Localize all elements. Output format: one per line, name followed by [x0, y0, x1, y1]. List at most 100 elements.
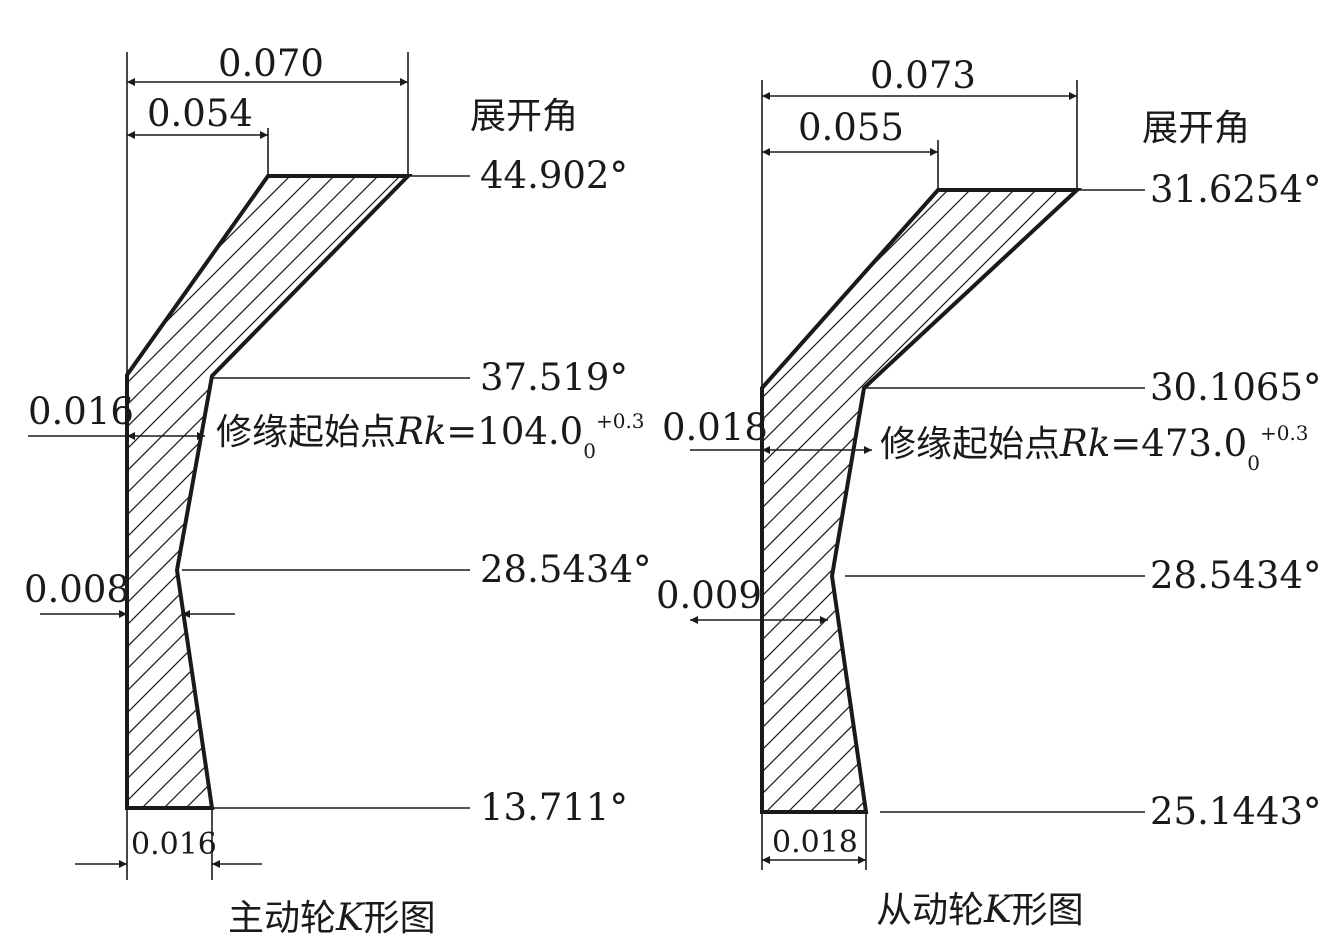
hatch-line: [127, 176, 408, 808]
hatch-line: [762, 190, 1077, 812]
left-angle-4: 13.711°: [480, 786, 628, 829]
hatch-line: [127, 176, 385, 808]
left-profile-outline: [125, 174, 413, 810]
hatch-line: [398, 176, 408, 808]
left-dim-bottom: 0.016: [131, 827, 217, 862]
right-caption: 从动轮K形图: [876, 888, 1084, 931]
hatch-line: [127, 176, 408, 808]
hatch-line: [127, 176, 231, 808]
hatch-line: [762, 190, 976, 812]
hatch-line: [933, 190, 1077, 812]
hatch-line: [127, 176, 341, 808]
hatch-line: [867, 190, 1077, 812]
right-angle-3: 28.5434°: [1150, 554, 1322, 597]
hatch-line: [762, 190, 998, 812]
hatch-line: [127, 176, 408, 808]
hatch-line: [127, 176, 407, 808]
hatch-line: [762, 190, 1077, 812]
hatch-line: [762, 190, 1077, 812]
right-header: 展开角: [1142, 108, 1250, 149]
left-dim-left-1: 0.016: [28, 390, 134, 433]
hatch-line: [127, 176, 165, 808]
hatch-line: [127, 176, 143, 808]
hatch-line: [127, 176, 408, 808]
hatch-line: [889, 190, 1077, 812]
hatch-line: [762, 190, 1042, 812]
hatch-line: [801, 190, 1077, 812]
hatch-line: [127, 176, 408, 808]
left-rk-label: 修缘起始点Rk=104.00+0.3: [216, 409, 645, 463]
hatch-line: [127, 176, 209, 808]
hatch-line: [762, 190, 1077, 812]
hatch-line: [127, 176, 408, 808]
hatch-line: [762, 190, 910, 812]
hatch-line: [762, 190, 1077, 812]
right-profile-outline: [760, 188, 1083, 814]
hatch-line: [134, 176, 408, 808]
left-angle-3: 28.5434°: [480, 548, 652, 591]
hatch-line: [823, 190, 1077, 812]
hatch-line: [762, 190, 778, 812]
hatch-line: [127, 176, 275, 808]
hatch-line: [127, 176, 408, 808]
hatch-line: [762, 190, 1077, 812]
right-dim-narrow: 0.055: [798, 106, 904, 149]
hatch-line: [310, 176, 408, 808]
hatch-line: [779, 190, 1077, 812]
hatch-line: [127, 176, 408, 808]
right-hatch: [120, 185, 1077, 820]
hatch-line: [127, 176, 408, 808]
hatch-line: [762, 190, 800, 812]
right-rk-label: 修缘起始点Rk=473.00+0.3: [880, 421, 1309, 475]
right-dim-left-2: 0.009: [656, 574, 762, 617]
hatch-line: [762, 190, 1077, 812]
hatch-line: [354, 176, 408, 808]
hatch-line: [127, 176, 408, 808]
hatch-line: [762, 190, 822, 812]
left-dim-narrow: 0.054: [147, 92, 253, 135]
hatch-line: [127, 176, 319, 808]
hatch-line: [762, 190, 1077, 812]
hatch-line: [1043, 190, 1077, 812]
hatch-line: [1065, 190, 1077, 812]
hatch-line: [127, 176, 408, 808]
hatch-line: [178, 176, 408, 808]
hatch-line: [127, 176, 408, 808]
hatch-line: [127, 176, 408, 808]
left-hatch: [0, 170, 408, 815]
left-angle-1: 44.902°: [480, 154, 628, 197]
left-caption: 主动轮K形图: [228, 896, 436, 939]
hatch-line: [127, 176, 363, 808]
hatch-line: [156, 176, 408, 808]
hatch-line: [762, 190, 1077, 812]
hatch-line: [762, 190, 888, 812]
right-angle-1: 31.6254°: [1150, 168, 1322, 211]
hatch-line: [762, 190, 932, 812]
left-header: 展开角: [470, 96, 578, 137]
hatch-line: [999, 190, 1077, 812]
hatch-line: [762, 190, 866, 812]
right-dim-left-1: 0.018: [662, 406, 768, 449]
hatch-line: [762, 190, 1077, 812]
right-angle-4: 25.1443°: [1150, 790, 1322, 833]
right-dim-bottom: 0.018: [772, 825, 858, 860]
left-k-profile: 0.070 0.054 展开角 44.902° 37.519° 28.5434°…: [0, 42, 652, 939]
hatch-line: [127, 176, 408, 808]
hatch-line: [200, 176, 408, 808]
hatch-line: [0, 170, 120, 815]
hatch-line: [955, 190, 1077, 812]
hatch-line: [977, 190, 1077, 812]
right-dim-wide: 0.073: [870, 54, 976, 97]
hatch-line: [127, 176, 297, 808]
hatch-line: [1021, 190, 1077, 812]
hatch-line: [376, 176, 408, 808]
hatch-line: [762, 190, 1020, 812]
hatch-line: [127, 176, 187, 808]
right-angle-2: 30.1065°: [1150, 366, 1322, 409]
hatch-line: [127, 176, 408, 808]
hatch-line: [762, 190, 1077, 812]
left-angle-2: 37.519°: [480, 356, 628, 399]
left-dim-left-2: 0.008: [24, 568, 130, 611]
hatch-line: [120, 185, 755, 820]
